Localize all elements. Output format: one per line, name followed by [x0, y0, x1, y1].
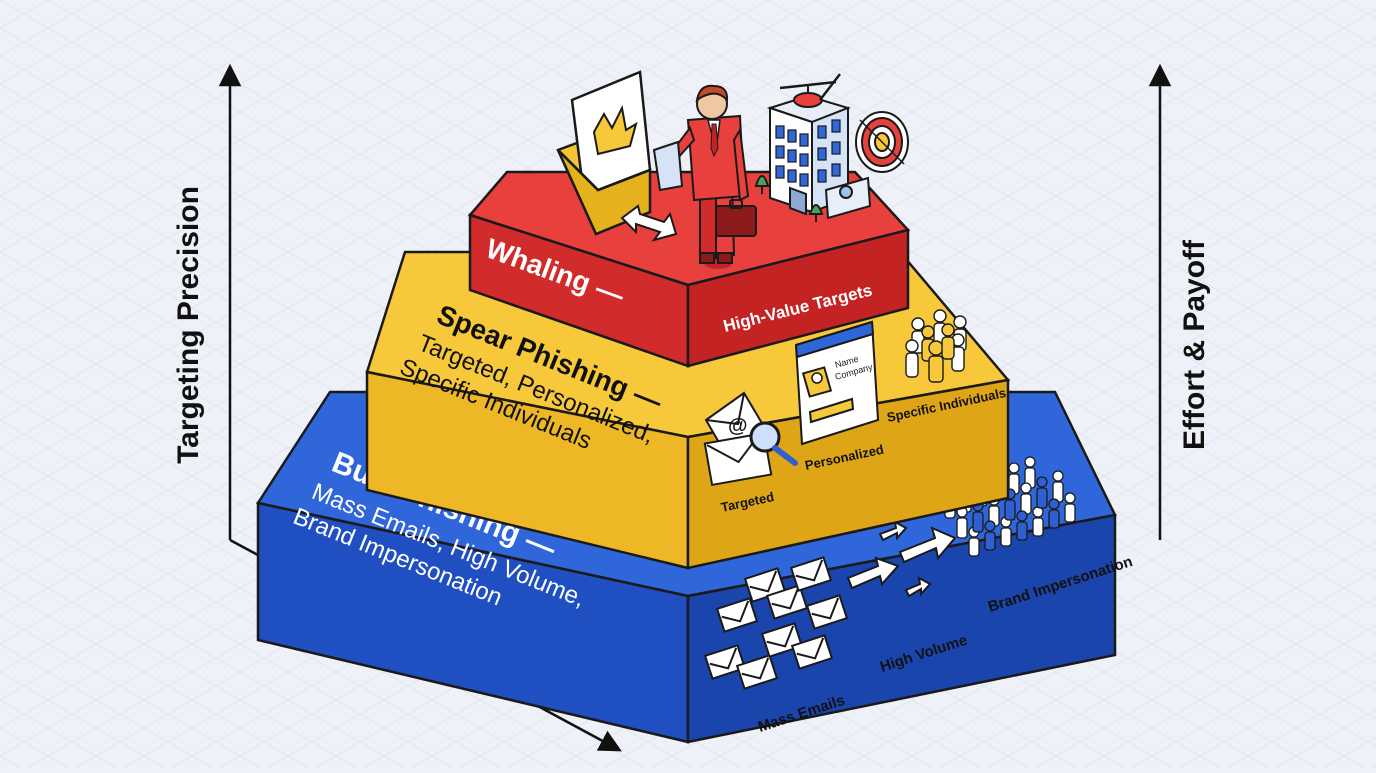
crowd-icon: [944, 456, 1076, 557]
svg-text:@: @: [728, 415, 748, 437]
right-axis-label: Effort & Payoff: [1178, 239, 1211, 450]
target-icon: [855, 111, 909, 173]
swap-arrow-icon: [620, 204, 678, 242]
individuals-icon: [905, 309, 967, 383]
whaling-tier-side: [686, 228, 910, 368]
right-axis: Effort & Payoff: [1148, 63, 1211, 540]
crown-envelope-icon: [556, 70, 652, 236]
tier-spear-phishing: Spear Phishing — Targeted, Personalized,…: [365, 250, 1011, 570]
office-building-icon: [754, 73, 872, 222]
executive-person-icon: [652, 84, 757, 269]
tier-whaling: Whaling — High-Value Targets: [467, 70, 911, 368]
volume-arrows-icon: [846, 520, 957, 598]
targeted-email-icon: @: [703, 391, 798, 487]
profile-card-icon: Name Company: [794, 320, 880, 446]
left-axis-label: Targeting Precision: [172, 186, 205, 464]
envelope-stack-icon: [703, 556, 849, 690]
